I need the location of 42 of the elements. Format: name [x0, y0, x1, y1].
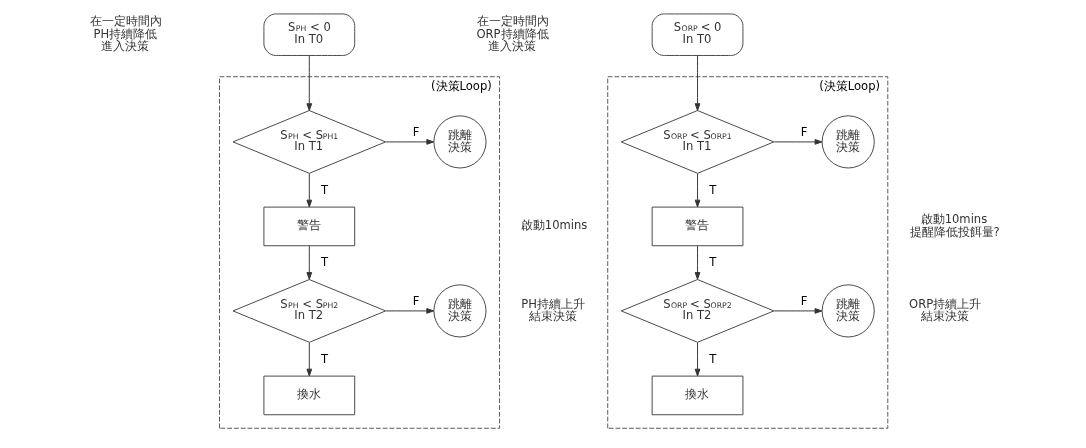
- label: PH持續上升結束決策: [520, 296, 585, 324]
- label: 啟動10mins提醒降低投餌量?: [909, 212, 1000, 239]
- node-circle: 跳離決策: [821, 115, 875, 169]
- node-box: 警告: [651, 206, 743, 247]
- arrow: [305, 173, 312, 208]
- label: 在一定時間內ORP持續降低進入決策: [475, 14, 549, 54]
- arrow: [694, 342, 700, 377]
- label: ORP持續上升結束決策: [908, 296, 981, 324]
- node-diamond: SORP < SORP1 In T1: [620, 110, 774, 174]
- node-circle: 跳離決策: [432, 284, 487, 338]
- label: 在一定時間內PH持續降低進入決策: [89, 14, 162, 54]
- edge-label: F: [800, 294, 808, 309]
- node-box: SORP < 0 In T0: [651, 13, 743, 56]
- arrow: [694, 173, 700, 208]
- node-box: SPH < 0 In T0: [262, 13, 355, 56]
- node-diamond: SORP < SORP2 In T2: [620, 279, 774, 343]
- label: 啟動10mins: [520, 218, 587, 233]
- edge-label: T: [708, 182, 716, 197]
- node-box: 警告: [262, 206, 355, 247]
- arrow: [305, 342, 312, 377]
- arrow: [694, 55, 700, 111]
- edge-label: F: [412, 294, 419, 309]
- edge-label: T: [320, 182, 328, 197]
- node-circle: 跳離決策: [821, 284, 875, 338]
- edge-label: F: [412, 125, 419, 140]
- arrow: [305, 245, 312, 280]
- node-circle: 跳離決策: [432, 115, 487, 169]
- arrow: [694, 245, 700, 280]
- arrow: [384, 308, 434, 314]
- edge-label: T: [708, 255, 716, 270]
- node-box: 換水: [651, 375, 743, 416]
- arrow: [305, 55, 312, 111]
- edge-label: F: [800, 125, 808, 140]
- node-box: 換水: [262, 375, 355, 416]
- node-diamond: SPH < SPH2 In T2: [232, 279, 386, 343]
- arrow: [773, 308, 822, 314]
- node-diamond: SPH < SPH1 In T1: [232, 110, 386, 174]
- edge-label: T: [320, 255, 328, 270]
- arrow: [773, 139, 822, 145]
- edge-label: T: [708, 351, 716, 366]
- edge-label: T: [320, 351, 328, 366]
- arrow: [384, 139, 434, 145]
